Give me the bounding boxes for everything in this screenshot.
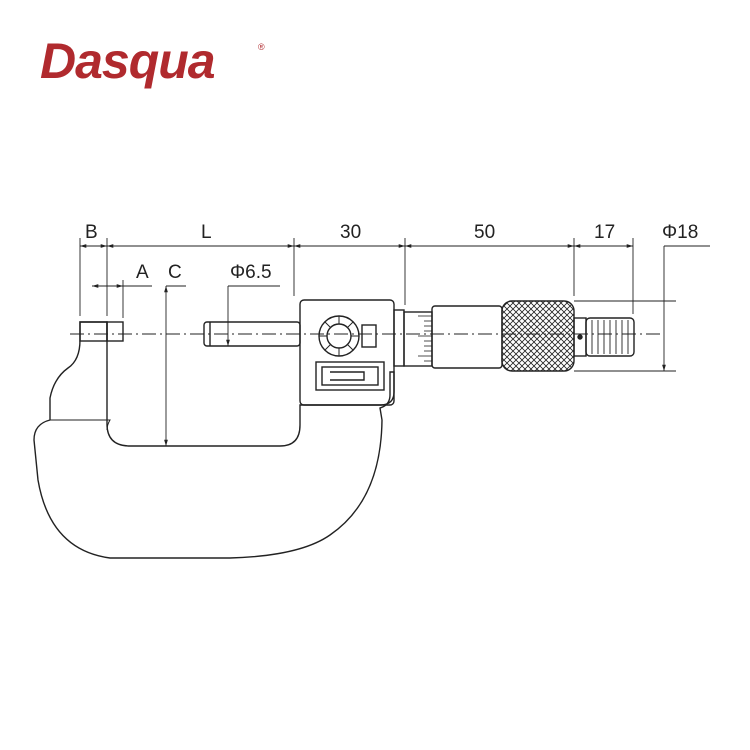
- label-17: 17: [594, 222, 615, 243]
- ratchet-knob: [585, 317, 635, 357]
- anvil-tip: [106, 321, 124, 342]
- lock-knob-teeth: [319, 316, 359, 356]
- label-50: 50: [474, 222, 495, 243]
- anvil: [79, 321, 108, 342]
- label-A: A: [136, 262, 149, 283]
- label-spindle-dia: Φ6.5: [230, 262, 272, 283]
- knurled-grip: [501, 300, 575, 372]
- label-B: B: [85, 222, 98, 243]
- sleeve-graduations: [418, 315, 432, 362]
- registered-mark: ®: [258, 42, 265, 52]
- brand-logo: Dasqua: [40, 33, 216, 89]
- sleeve: [393, 309, 405, 367]
- frame-outline: [33, 321, 395, 559]
- thimble: [431, 305, 503, 369]
- label-30: 30: [340, 222, 361, 243]
- counter-window: [315, 361, 385, 391]
- head-housing: [299, 299, 395, 406]
- label-L: L: [201, 222, 212, 243]
- label-thimble-dia: Φ18: [662, 222, 698, 243]
- label-C: C: [168, 262, 182, 283]
